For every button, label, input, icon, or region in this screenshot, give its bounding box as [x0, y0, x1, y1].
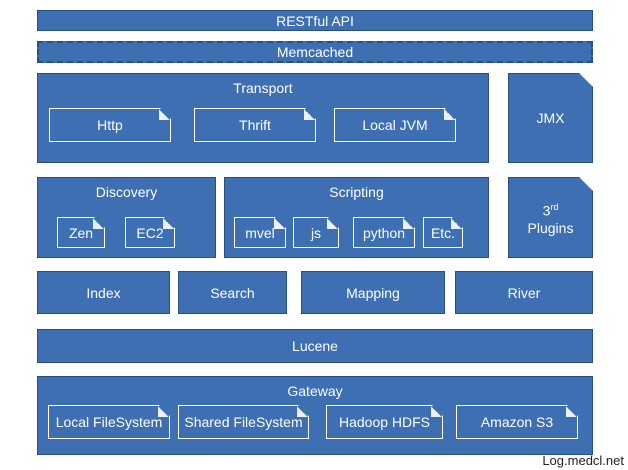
watermark: Log.medcl.net	[542, 453, 624, 468]
transport-http: Http	[49, 108, 171, 142]
plugins-label: Plugins	[527, 220, 574, 237]
gateway-title: Gateway	[287, 383, 343, 399]
module-index-label: Index	[86, 284, 121, 301]
discovery-zen-label: Zen	[68, 224, 94, 241]
gateway-amazon-s3: Amazon S3	[456, 405, 578, 439]
gateway-hadoop-hdfs: Hadoop HDFS	[326, 405, 443, 439]
transport-thrift-label: Thrift	[239, 117, 271, 133]
transport-title: Transport	[233, 80, 293, 96]
scripting-js: js	[293, 217, 339, 248]
scripting-etc: Etc.	[423, 217, 463, 248]
memcached-layer: Memcached	[37, 41, 593, 63]
plugins-ordinal: 3rd	[543, 198, 559, 220]
module-search: Search	[178, 271, 287, 314]
jmx-label: JMX	[536, 110, 565, 126]
scripting-python-label: python	[362, 224, 406, 241]
scripting-title: Scripting	[329, 184, 384, 200]
module-mapping: Mapping	[301, 271, 445, 314]
restful-api-label: RESTful API	[276, 12, 354, 29]
gateway-shared-filesystem-label: Shared FileSystem	[184, 414, 303, 430]
transport-local-jvm: Local JVM	[334, 108, 456, 142]
scripting-group: Scripting mvel js python Etc.	[224, 177, 489, 258]
memcached-label: Memcached	[276, 44, 354, 60]
transport-group: Transport Http Thrift Local JVM	[37, 73, 489, 163]
scripting-js-label: js	[310, 224, 322, 241]
restful-api-layer: RESTful API	[37, 10, 593, 31]
module-search-label: Search	[210, 284, 255, 301]
gateway-amazon-s3-label: Amazon S3	[480, 414, 554, 430]
plugins-number: 3	[542, 202, 551, 219]
gateway-hadoop-hdfs-label: Hadoop HDFS	[338, 414, 431, 430]
plugins-superscript: rd	[550, 201, 559, 212]
discovery-zen: Zen	[57, 217, 105, 248]
transport-http-label: Http	[97, 117, 123, 133]
discovery-title: Discovery	[95, 184, 158, 200]
module-river: River	[455, 271, 593, 314]
discovery-ec2: EC2	[125, 217, 175, 248]
scripting-python: python	[353, 217, 415, 248]
gateway-shared-filesystem: Shared FileSystem	[178, 405, 309, 439]
scripting-etc-label: Etc.	[430, 224, 456, 241]
scripting-mvel: mvel	[234, 217, 286, 248]
gateway-local-filesystem-label: Local FileSystem	[55, 414, 163, 430]
transport-thrift: Thrift	[194, 108, 316, 142]
module-mapping-label: Mapping	[346, 284, 400, 301]
module-river-label: River	[507, 284, 541, 301]
transport-local-jvm-label: Local JVM	[362, 117, 428, 133]
module-index: Index	[37, 271, 170, 314]
lucene-layer: Lucene	[37, 329, 593, 363]
gateway-local-filesystem: Local FileSystem	[48, 405, 170, 439]
gateway-group: Gateway Local FileSystem Shared FileSyst…	[37, 376, 593, 455]
discovery-group: Discovery Zen EC2	[37, 177, 216, 258]
scripting-mvel-label: mvel	[245, 224, 275, 241]
jmx-box: JMX	[508, 73, 593, 163]
discovery-ec2-label: EC2	[136, 224, 164, 241]
lucene-label: Lucene	[292, 338, 338, 354]
third-party-plugins-box: 3rd Plugins	[508, 177, 593, 258]
